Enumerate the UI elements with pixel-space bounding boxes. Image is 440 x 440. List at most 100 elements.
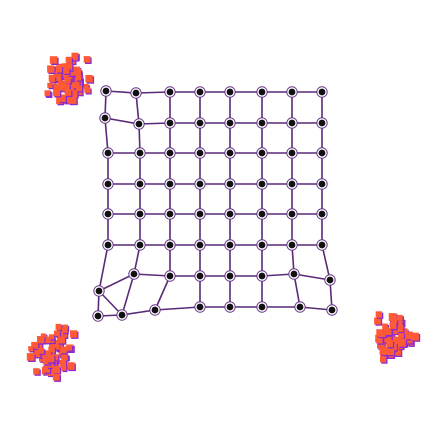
grid-node bbox=[258, 303, 266, 311]
particle-square bbox=[42, 357, 50, 365]
particle-square bbox=[392, 327, 399, 334]
particle-square bbox=[380, 356, 387, 363]
particle-square bbox=[43, 365, 50, 373]
particle-square bbox=[397, 314, 403, 321]
grid-node bbox=[166, 149, 174, 157]
particle-square bbox=[400, 329, 409, 338]
grid-node bbox=[101, 114, 109, 122]
particle-square bbox=[53, 89, 61, 97]
particle-square bbox=[31, 341, 39, 349]
particle-square bbox=[396, 325, 404, 332]
particle-square bbox=[46, 354, 55, 363]
grid-edge-horizontal bbox=[104, 117, 140, 125]
grid-node bbox=[118, 311, 126, 319]
grid-node bbox=[318, 180, 326, 188]
grid-node bbox=[318, 149, 326, 157]
particle-square bbox=[382, 347, 391, 355]
particle-square bbox=[47, 82, 53, 88]
grid-node bbox=[196, 88, 204, 96]
grid-node bbox=[226, 241, 234, 249]
particle-square bbox=[33, 368, 40, 375]
grid-node bbox=[258, 210, 266, 218]
particle-square bbox=[75, 68, 81, 75]
grid-edge-horizontal bbox=[133, 273, 171, 277]
particle-square bbox=[76, 85, 82, 92]
particle-square bbox=[53, 73, 62, 81]
particle-square bbox=[53, 330, 60, 337]
particle-square bbox=[63, 67, 70, 74]
particle-square bbox=[48, 334, 55, 340]
particle-square bbox=[64, 89, 72, 96]
grid-node bbox=[258, 180, 266, 188]
grid-node bbox=[258, 149, 266, 157]
particle-square bbox=[66, 344, 72, 351]
particle-square bbox=[28, 346, 34, 352]
particle-square bbox=[70, 90, 78, 98]
particle-square bbox=[397, 338, 406, 347]
particle-square bbox=[84, 87, 91, 94]
particle-square bbox=[398, 332, 404, 339]
particle-square bbox=[61, 354, 68, 361]
particle-square bbox=[62, 84, 70, 92]
grid-node bbox=[196, 303, 204, 311]
particle-square bbox=[54, 344, 60, 350]
particle-square bbox=[382, 323, 388, 329]
particle-square bbox=[59, 346, 67, 354]
grid-node bbox=[136, 210, 144, 218]
particle-square bbox=[67, 362, 75, 370]
grid-node bbox=[104, 241, 112, 249]
particle-square bbox=[62, 327, 68, 333]
grid-node bbox=[290, 270, 298, 278]
particle-cluster-top-left bbox=[44, 52, 95, 106]
particle-square bbox=[44, 90, 51, 96]
particle-square bbox=[52, 373, 60, 381]
grid-node bbox=[288, 241, 296, 249]
particle-square bbox=[37, 336, 45, 344]
grid-node bbox=[226, 119, 234, 127]
grid-node bbox=[258, 119, 266, 127]
particle-square bbox=[375, 311, 382, 318]
particle-square bbox=[52, 366, 60, 374]
particle-square bbox=[72, 81, 80, 89]
grid-node bbox=[226, 272, 234, 280]
grid-node bbox=[328, 306, 336, 314]
particle-square bbox=[68, 96, 77, 104]
particle-cluster-bottom-left bbox=[26, 323, 79, 382]
grid-node bbox=[136, 241, 144, 249]
grid-edge-horizontal bbox=[154, 306, 201, 311]
particle-square bbox=[49, 343, 55, 350]
particle-square bbox=[48, 346, 55, 354]
grid-node bbox=[226, 88, 234, 96]
grid-node bbox=[326, 276, 334, 284]
particle-square bbox=[55, 65, 62, 73]
grid-node bbox=[258, 272, 266, 280]
grid-node bbox=[196, 180, 204, 188]
particle-square bbox=[376, 337, 383, 344]
particle-square bbox=[59, 359, 66, 367]
particle-cluster-bottom-right bbox=[374, 311, 421, 364]
particle-square bbox=[45, 350, 52, 357]
grid-node bbox=[102, 87, 110, 95]
grid-node bbox=[166, 210, 174, 218]
particle-square bbox=[69, 330, 78, 338]
grid-node bbox=[296, 303, 304, 311]
grid-node bbox=[318, 88, 326, 96]
grid-node bbox=[226, 149, 234, 157]
particle-square bbox=[384, 335, 392, 344]
particle-square bbox=[85, 75, 93, 83]
particle-square bbox=[33, 349, 41, 358]
grid-node bbox=[104, 149, 112, 157]
grid-edge-horizontal bbox=[98, 273, 135, 292]
grid-nodes bbox=[92, 85, 338, 322]
grid-node bbox=[136, 180, 144, 188]
grid-node bbox=[135, 120, 143, 128]
particle-square bbox=[384, 328, 392, 335]
grid-node bbox=[166, 180, 174, 188]
particle-square bbox=[64, 63, 73, 71]
particle-square bbox=[378, 330, 386, 337]
particle-square bbox=[55, 323, 62, 330]
grid-node bbox=[288, 119, 296, 127]
grid-node bbox=[196, 272, 204, 280]
